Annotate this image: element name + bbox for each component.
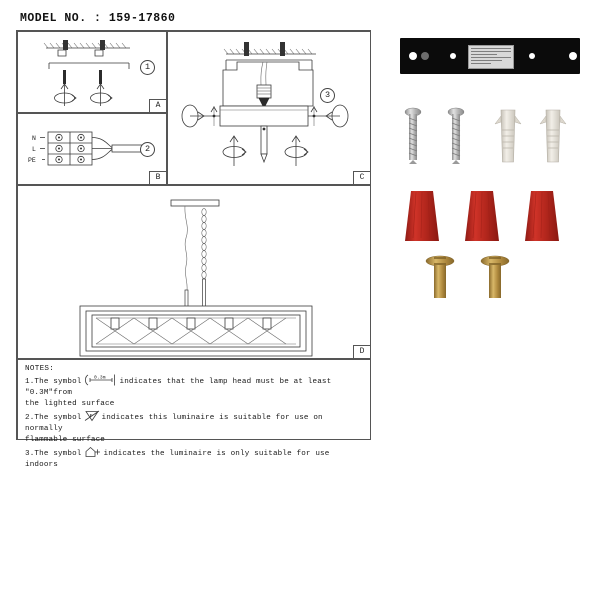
note-1-text-after: indicates that the lamp head must be at … <box>25 378 332 397</box>
wire-nut-1 <box>405 191 439 241</box>
fasteners-drawing <box>404 107 567 164</box>
wall-anchor-2 <box>539 109 567 163</box>
fasteners-row <box>398 106 584 172</box>
black-mounting-bar <box>400 38 580 74</box>
note-3-number: 3. <box>25 450 35 458</box>
f-mark-triangle-symbol: F <box>84 410 100 422</box>
step-marker-1: 1 <box>140 60 155 75</box>
note-3-text-after: indicates the luminaire is only suitable… <box>25 450 330 469</box>
terminal-screws <box>55 133 85 164</box>
notes-heading: NOTES: <box>25 365 55 373</box>
diagram-frame: 1 A <box>16 30 372 469</box>
wood-screw-1 <box>404 107 422 164</box>
notes-panel: NOTES: 1.The symbol 0.3m indicates that … <box>17 359 372 469</box>
panel-d-drawing <box>79 199 313 357</box>
panel-c-bracket-assembly: 3 C <box>167 31 371 185</box>
terminal-label-l: L <box>32 146 36 153</box>
svg-text:F: F <box>89 413 92 419</box>
machine-screws-row <box>398 254 584 300</box>
panel-tag-d: D <box>353 345 371 359</box>
ceiling-anchor-right <box>94 40 105 57</box>
panel-d-assembled-fixture: D <box>17 185 371 359</box>
machine-screw-2 <box>480 255 510 298</box>
terminal-label-pe: PE <box>28 157 36 164</box>
note-2-continuation: flammable surface <box>25 436 106 444</box>
panel-b-terminal-wiring: N L PE 2 B <box>17 113 167 185</box>
step-marker-2: 2 <box>140 142 155 157</box>
model-number-label: MODEL NO. : 159-17860 <box>20 12 176 25</box>
note-item-2: 2.The symbol F indicates this luminaire … <box>25 410 365 435</box>
wire-nut-3 <box>525 191 559 241</box>
note-item-3: 3.The symbol indicates the luminaire is … <box>25 446 365 471</box>
panel-tag-a: A <box>149 99 167 113</box>
terminal-label-n: N <box>32 135 36 142</box>
machine-screws-drawing <box>425 255 510 298</box>
svg-text:0.3m: 0.3m <box>94 375 106 381</box>
wire-nuts-drawing <box>405 191 559 241</box>
note-2-text-after: indicates this luminaire is suitable for… <box>25 414 323 433</box>
note-3-text-before: The symbol <box>34 450 82 458</box>
note-2-text-before: The symbol <box>34 414 82 422</box>
panel-c-drawing <box>181 42 349 166</box>
panel-a-drawing <box>43 40 130 106</box>
wood-screw-2 <box>447 107 465 164</box>
note-1-continuation: the lighted surface <box>25 400 115 408</box>
panel-b-drawing: N L PE <box>28 131 153 166</box>
note-item-1: 1.The symbol 0.3m indicates that the lam… <box>25 374 365 399</box>
step-marker-3: 3 <box>320 88 335 103</box>
wire-nut-2 <box>465 191 499 241</box>
panel-tag-c: C <box>353 171 371 185</box>
note-2-number: 2. <box>25 414 35 422</box>
wire-nuts-row <box>398 188 584 248</box>
wall-anchor-1 <box>494 109 522 163</box>
panel-tag-b: B <box>149 171 167 185</box>
panel-a-ceiling-mounting: 1 A <box>17 31 167 113</box>
mounting-bar-spec-label <box>468 45 514 69</box>
machine-screw-1 <box>425 255 455 298</box>
note-1-text-before: The symbol <box>34 378 82 386</box>
note-1-number: 1. <box>25 378 35 386</box>
min-distance-0.3m-symbol: 0.3m <box>84 374 118 386</box>
chain <box>201 208 207 279</box>
ceiling-anchor-left <box>57 40 68 57</box>
hardware-parts-column <box>398 30 584 300</box>
indoor-use-house-symbol <box>84 446 102 458</box>
bulb-sockets <box>110 317 272 330</box>
notes-block: NOTES: 1.The symbol 0.3m indicates that … <box>18 360 372 469</box>
